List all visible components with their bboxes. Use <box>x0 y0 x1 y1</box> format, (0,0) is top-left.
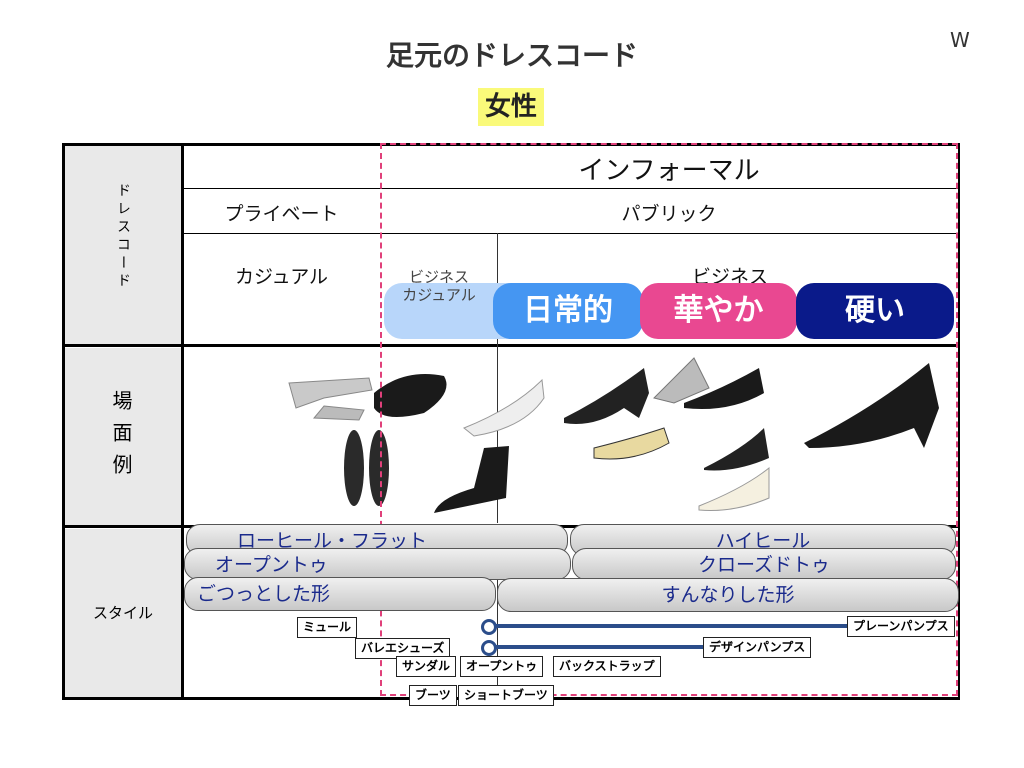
informal-range-outline <box>380 143 958 696</box>
private-label: プライベート <box>224 203 339 225</box>
casual-label: カジュアル <box>234 266 329 288</box>
row-header-dress-code: ドレスコード <box>64 145 182 345</box>
corner-mark: W <box>950 28 970 52</box>
tag-mule: ミュール <box>297 617 358 638</box>
style-slim: すんなりした形 <box>497 578 959 612</box>
page-title: 足元のドレスコード <box>385 39 638 72</box>
tag-design-pumps: デザインパンプス <box>703 637 812 658</box>
style-closed-toe: クローズドトゥ <box>572 548 956 580</box>
row-header-style: スタイル <box>64 529 182 698</box>
business-label: ビジネス <box>691 266 768 288</box>
tag-sandal: サンダル <box>396 656 457 677</box>
style-open-toe: オープントゥ <box>184 548 571 580</box>
style-chunky: ごつっとした形 <box>184 577 496 611</box>
connector-circle-icon <box>481 640 497 656</box>
public-label: パブリック <box>621 203 717 225</box>
tag-ballet: バレエシューズ <box>355 638 451 659</box>
table-border <box>181 143 184 700</box>
row-header-label: 場面例 <box>109 390 133 486</box>
row-header-label: スタイル <box>92 604 153 622</box>
row-header-label: ドレスコード <box>115 183 131 291</box>
table-line <box>497 580 498 700</box>
plain-pump-image <box>804 363 939 448</box>
row-header-scene: 場面例 <box>64 348 182 525</box>
pill-gorgeous: 華やか <box>640 283 797 339</box>
boots-image <box>434 446 509 513</box>
tag-open-toe: オープントゥ <box>460 656 544 677</box>
table-border <box>958 143 960 700</box>
table-border <box>62 143 65 700</box>
connector-line <box>490 645 705 649</box>
pill-formal: 硬い <box>796 283 954 339</box>
business-casual-label: ビジネスカジュアル <box>402 268 476 304</box>
connector-line <box>490 624 850 628</box>
design-pump-image <box>593 368 770 511</box>
flat-shoe-image <box>344 430 389 506</box>
mule-shoe-image <box>288 377 373 421</box>
pump-image <box>564 368 649 424</box>
strap-sandal-image <box>653 357 710 404</box>
tag-boots: ブーツ <box>409 685 457 706</box>
open-toe-shoe-image <box>463 378 545 437</box>
table-line <box>183 188 959 189</box>
table-line <box>497 233 498 523</box>
pill-daily: 日常的 <box>493 283 643 339</box>
table-border <box>62 344 960 347</box>
ballet-shoe-image <box>374 374 447 417</box>
tag-short-boots: ショートブーツ <box>458 685 554 706</box>
shoe-examples <box>288 357 939 513</box>
connector-circle-icon <box>481 619 497 635</box>
tag-plain-pumps: プレーンパンプス <box>847 616 955 637</box>
table-line <box>183 233 959 234</box>
informal-label: インフォーマル <box>578 156 760 186</box>
tag-back-strap: バックストラップ <box>553 656 661 677</box>
gender-label: 女性 <box>478 88 544 126</box>
